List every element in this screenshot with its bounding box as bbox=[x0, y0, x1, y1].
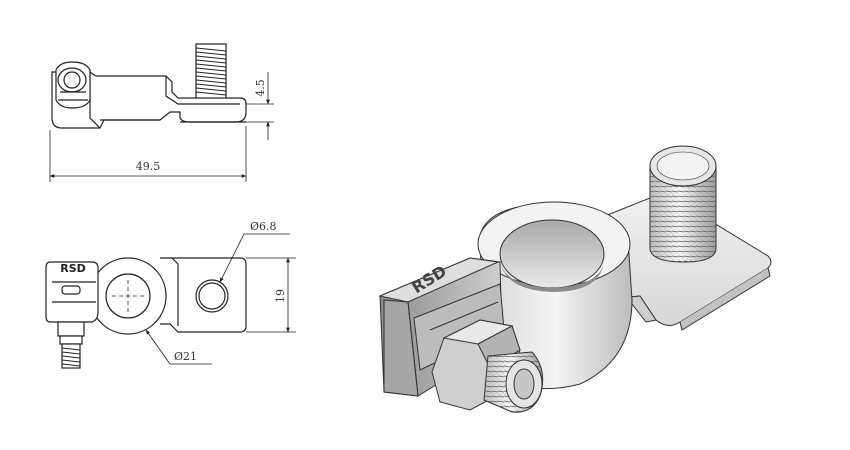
side-view bbox=[51, 43, 247, 129]
plan-view bbox=[45, 257, 247, 369]
dim-hole-diameter bbox=[219, 233, 290, 283]
isometric-view: RSD bbox=[378, 145, 772, 413]
clamp-diameter-label: Ø21 bbox=[174, 350, 197, 363]
brand-mark-plan: RSD bbox=[60, 262, 86, 275]
bolt-plan bbox=[57, 321, 85, 369]
clamp-block-plan bbox=[45, 261, 99, 323]
dim-plate-thickness bbox=[246, 72, 274, 140]
stud-thread-side bbox=[195, 43, 227, 103]
iso-clamp-ring bbox=[477, 201, 633, 390]
iso-bolt bbox=[431, 319, 544, 413]
overall-length-label: 49.5 bbox=[136, 160, 161, 173]
plate-thickness-label: 4.5 bbox=[254, 79, 267, 97]
dim-overall-length bbox=[49, 126, 247, 182]
dim-clamp-diameter bbox=[145, 329, 212, 365]
mounting-hole bbox=[195, 279, 229, 313]
dim-plate-width bbox=[246, 257, 296, 333]
plate-width-label: 19 bbox=[274, 289, 287, 303]
iso-stud bbox=[649, 145, 717, 263]
bolt-head-side bbox=[55, 61, 91, 109]
hole-diameter-label: Ø6.8 bbox=[250, 220, 277, 233]
